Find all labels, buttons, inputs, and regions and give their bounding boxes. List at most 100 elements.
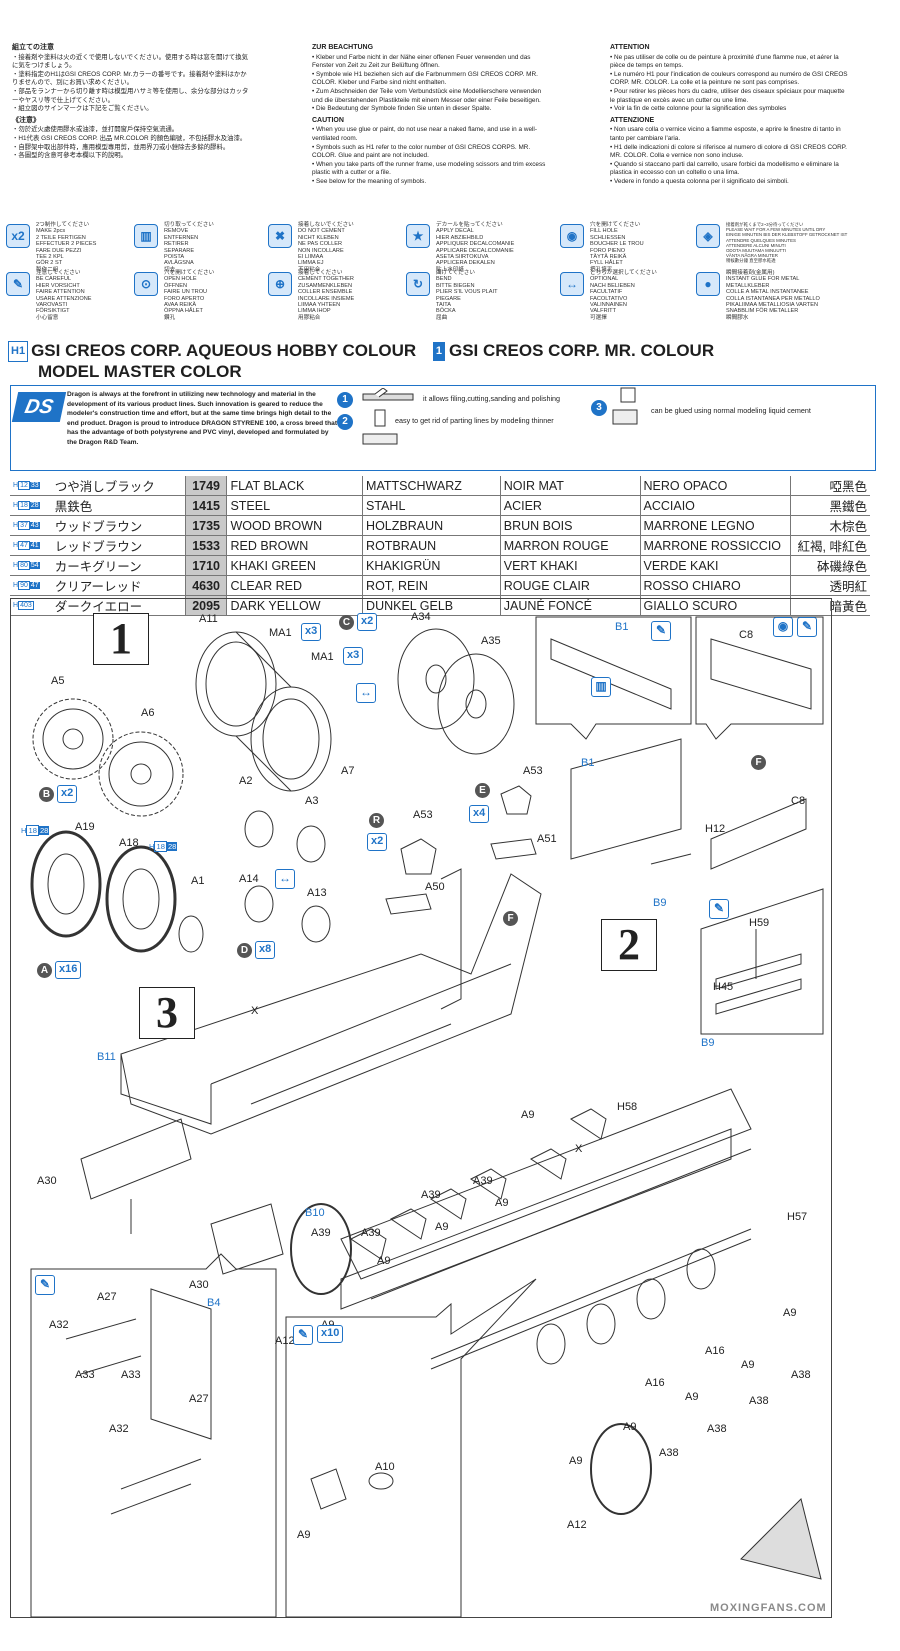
paint-name-en: KHAKI GREEN <box>226 555 364 576</box>
paint-name-jp: クリアーレッド <box>51 575 186 596</box>
part-b1-label: B1 <box>615 621 629 633</box>
paint-name-cn: 暗黃色 <box>790 595 870 616</box>
h-code: 47 <box>18 541 30 550</box>
x3-badge: x3 <box>301 623 322 641</box>
h-code: 37 <box>18 521 30 530</box>
symbol-bend: ↻曲げてください BEND BITTE BIEGEN PLIER S'IL VO… <box>406 270 551 321</box>
paint-name-en: WOOD BROWN <box>226 515 364 536</box>
part-a1-label: A1 <box>191 875 205 887</box>
paint-name-de: ROT, REIN <box>362 575 501 596</box>
part-a9-label-2: A9 <box>377 1255 391 1267</box>
part-a33-label: A33 <box>75 1369 95 1381</box>
h-code: 12 <box>18 481 30 490</box>
part-h59-label: H59 <box>749 917 770 929</box>
part-a11-label: A11 <box>199 613 218 625</box>
variant-e-badge: E <box>475 783 490 798</box>
careful-icon-2: ✎ <box>797 617 817 637</box>
h-prefix: H <box>13 562 19 569</box>
part-b1-label-2: B1 <box>581 757 595 769</box>
paint-name-it: VERDE KAKI <box>640 555 792 576</box>
part-b11-label: B11 <box>97 1051 116 1063</box>
paint-name-cn: 透明紅 <box>790 575 870 596</box>
part-a9-label-6: A9 <box>783 1307 797 1319</box>
part-a32-label: A32 <box>49 1319 69 1331</box>
h-prefix: H <box>13 482 19 489</box>
remove-icon: ▥ <box>591 677 611 697</box>
paint-name-it: NERO OPACO <box>640 476 792 496</box>
part-a6-label: A6 <box>141 707 155 719</box>
note-jp: 組立ての注意 ・接着剤や塗料は火の近くで使用しないでください。使用する時は窓を開… <box>12 44 249 160</box>
glue-bottle-icon <box>612 387 638 425</box>
symbol-open-hole: ⊙穴を開けてください OPEN HOLE ÖFFNEN FAIRE UN TRO… <box>134 270 279 321</box>
h-prefix: H <box>13 602 19 609</box>
paint-name-de: KHAKIGRÜN <box>362 555 501 576</box>
x2-badge: x2 <box>357 613 378 631</box>
variant-c-badge: C <box>339 615 354 630</box>
paint-name-de: MATTSCHWARZ <box>362 476 501 496</box>
careful-icon-5: ✎ <box>293 1325 313 1345</box>
part-h58-label: H58 <box>617 1101 638 1113</box>
ds-step-1-text: it allows filing,cutting,sanding and pol… <box>423 394 561 403</box>
variant-d-badge: D <box>237 943 252 958</box>
fill-hole-icon: ◉ <box>773 617 793 637</box>
assembly-diagram: 1 2 3 A5 A6 A11 MA1 x3 MA1 x3 C x2 ↔ A34… <box>10 598 832 1618</box>
part-h45-label: H45 <box>713 981 734 993</box>
paint-name-cn: 啞黑色 <box>790 476 870 496</box>
symbol-cement: ⊕接着してください CEMENT TOGETHER ZUSAMMENKLEBEN… <box>268 270 413 321</box>
h-code: 80 <box>18 561 30 570</box>
paint-name-fr: ROUGE CLAIR <box>500 575 641 596</box>
part-a39-label-4: A39 <box>473 1175 493 1187</box>
thinner-bottle-icon <box>362 409 398 445</box>
paint-name-fr: VERT KHAKI <box>500 555 641 576</box>
open-hole-icon: ⊙ <box>134 272 158 296</box>
ds-step-1-number: 1 <box>337 392 353 408</box>
paint-name-fr: MARRON ROUGE <box>500 535 641 556</box>
ds-description: Dragon is always at the forefront in uti… <box>67 391 338 446</box>
paint-name-jp: レッドブラウン <box>51 535 186 556</box>
mr-code: 54 <box>29 562 40 569</box>
h-prefix: H <box>13 542 19 549</box>
symbol-no-cement: ✖接着しないでください DO NOT CEMENT NICHT KLEBEN N… <box>268 222 413 273</box>
paint-name-fr: JAUNÉ FONCÉ <box>500 595 641 616</box>
part-x-label-2: X <box>575 1143 583 1155</box>
part-b9-label: B9 <box>653 897 667 909</box>
step-2-number: 2 <box>601 919 657 971</box>
cement-icon: ⊕ <box>268 272 292 296</box>
part-c8-label: C8 <box>739 629 754 641</box>
part-ma1-label-2: MA1 <box>311 651 334 663</box>
part-c8-label-2: C8 <box>791 795 806 807</box>
step-3-number: 3 <box>139 987 195 1039</box>
symbol-wait: ◈接着剤が乾くまで2~3分待ってください PLEASE WAIT FOR A F… <box>696 222 886 266</box>
paint-name-en: FLAT BLACK <box>226 476 364 496</box>
part-a38-label-3: A38 <box>707 1423 727 1435</box>
paint-name-jp: つや消しブラック <box>51 476 186 496</box>
paint-name-de: DUNKEL GELB <box>362 595 501 616</box>
caution-notes: 組立ての注意 ・接着剤や塗料は火の近くで使用しないでください。使用する時は窓を開… <box>12 44 888 219</box>
optional-icon: ↔ <box>560 272 584 296</box>
paint-name-fr: ACIER <box>500 495 641 516</box>
watermark: MOXINGFANS.COM <box>710 1602 827 1614</box>
part-a53-label: A53 <box>413 809 433 821</box>
paint-name-en: DARK YELLOW <box>226 595 364 616</box>
paint-number: 4630 <box>184 575 228 596</box>
h-code: 18 <box>18 501 30 510</box>
part-a32-label-2: A32 <box>109 1423 129 1435</box>
bend-icon: ↻ <box>406 272 430 296</box>
symbol-remove: ▥切り取ってください REMOVE ENTFERNEN RETIRER SEPA… <box>134 222 279 273</box>
optional-icon: ↔ <box>356 683 376 703</box>
paint-name-fr: BRUN BOIS <box>500 515 641 536</box>
paint-name-cn: 木棕色 <box>790 515 870 536</box>
ds-step-3-number: 3 <box>591 400 607 416</box>
paint-name-en: RED BROWN <box>226 535 364 556</box>
